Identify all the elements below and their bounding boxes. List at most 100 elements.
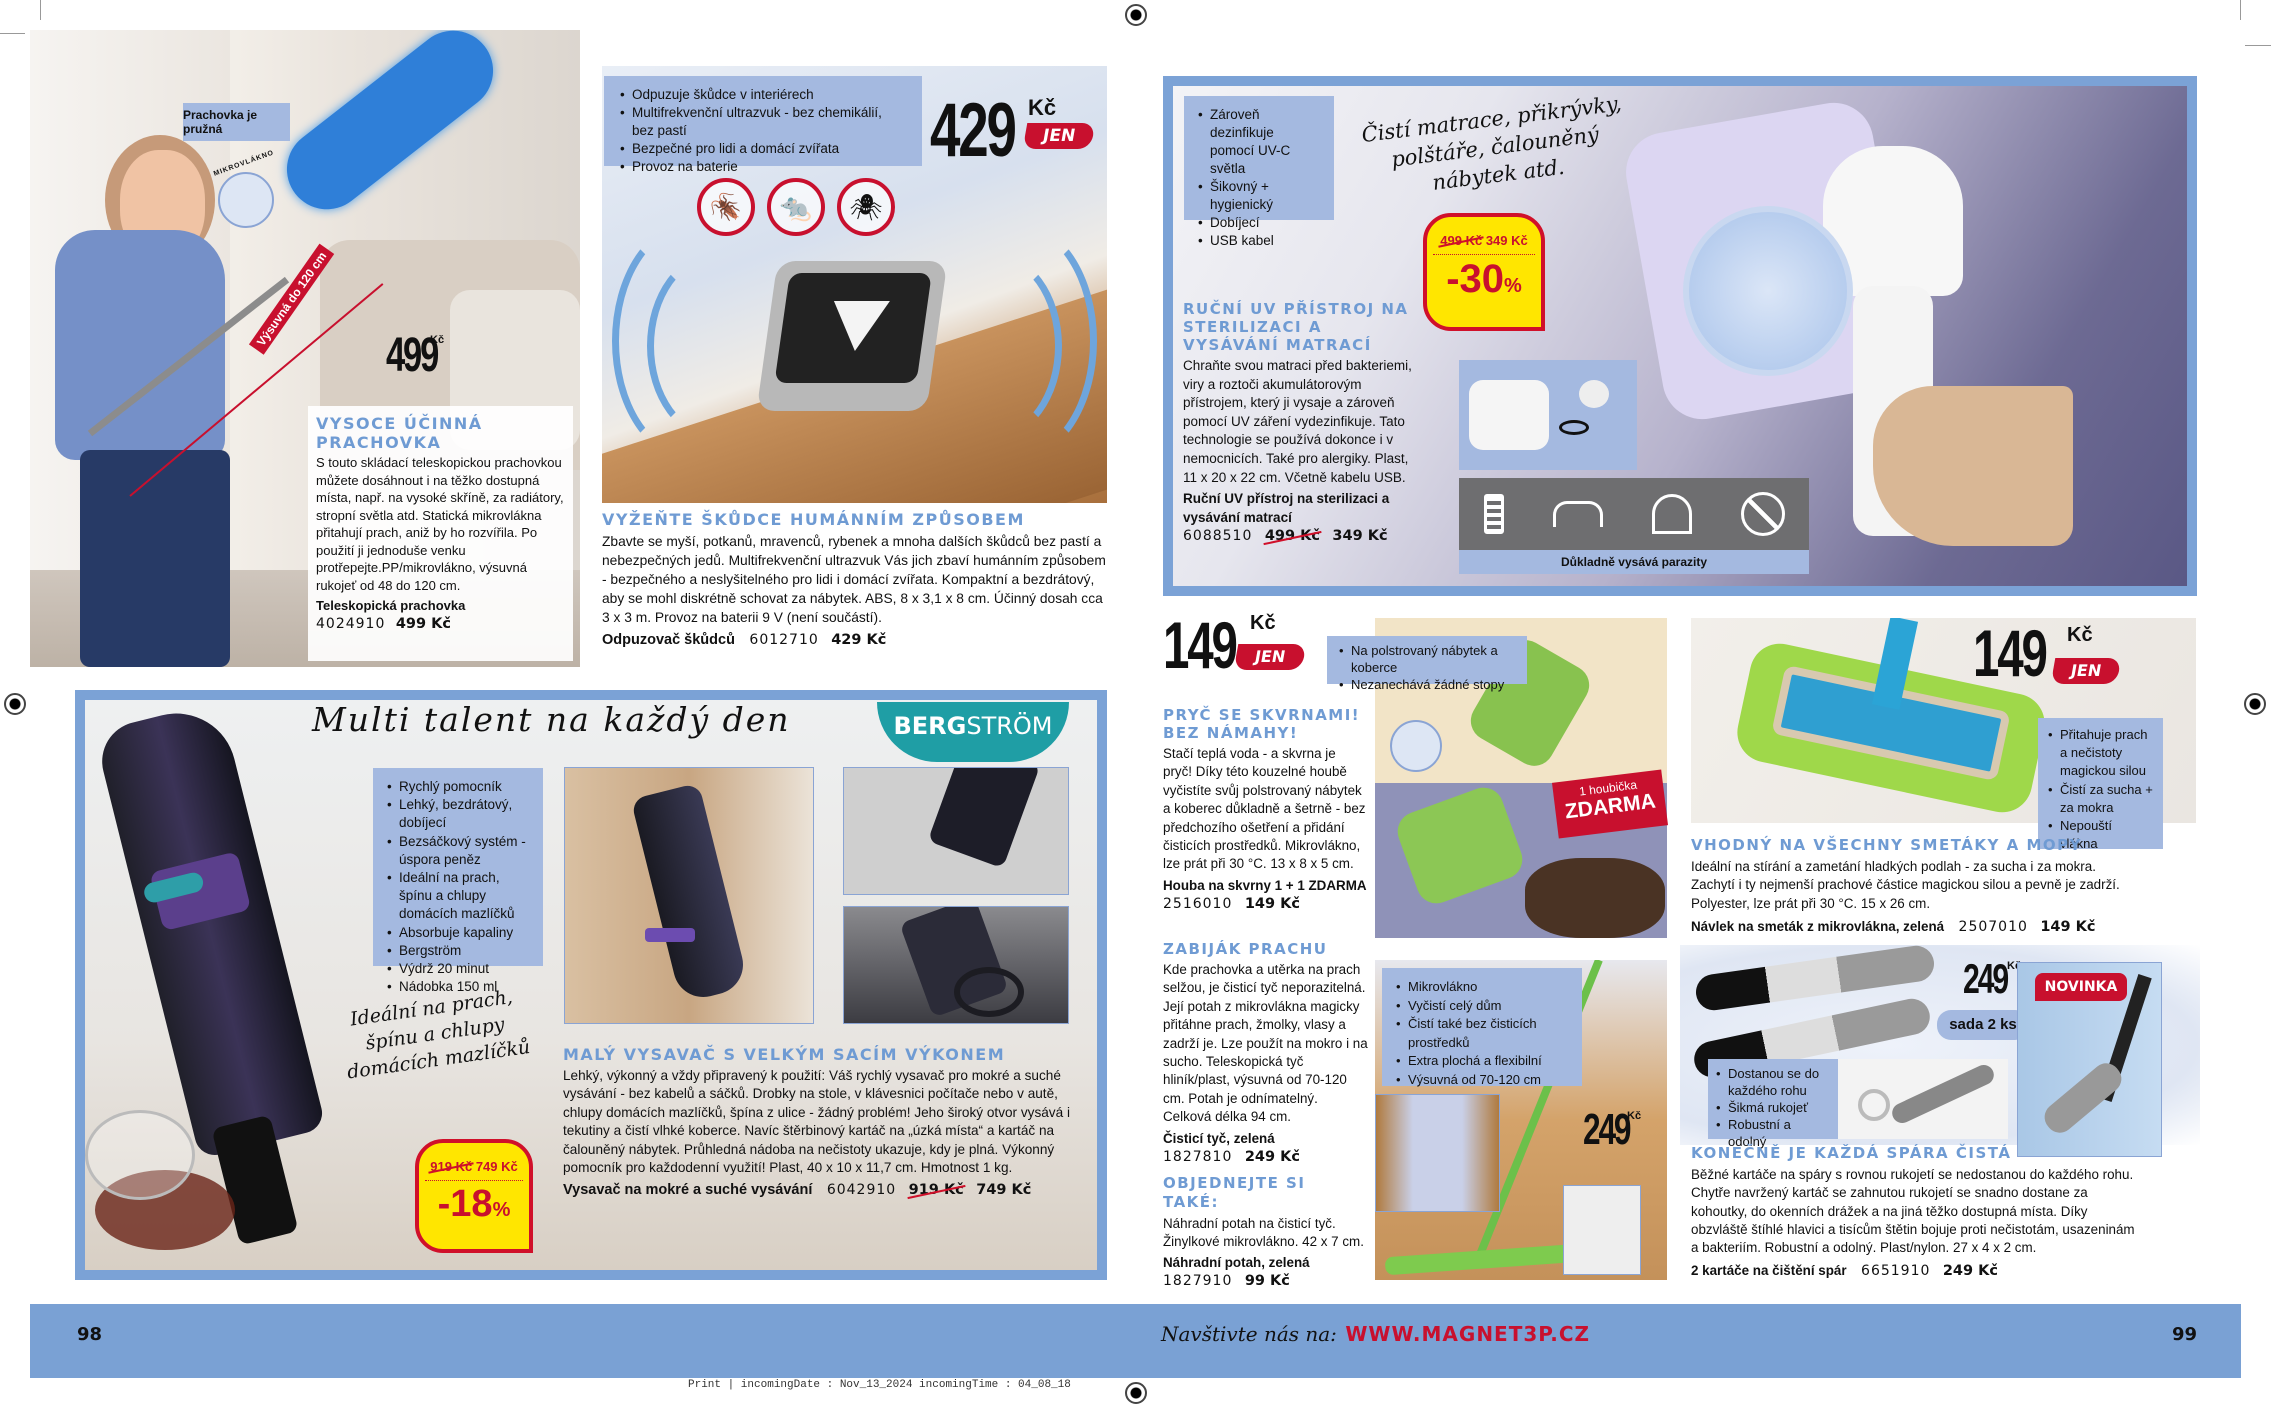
bullet: Bezsáčkový systém - úspora peněz <box>387 833 529 869</box>
also-order-title: OBJEDNEJTE SI TAKÉ: <box>1163 1173 1306 1211</box>
also-order-code: 1827910 <box>1163 1273 1233 1290</box>
sponge-order-name: Houba na skvrny 1 + 1 ZDARMA <box>1163 877 1367 893</box>
visit-label: Navštivte nás na: <box>1161 1322 1337 1346</box>
bullet: Šikovný + hygienický <box>1198 178 1320 214</box>
brush-price: 249 Kč <box>1942 1263 1998 1280</box>
brand-bold: BERG <box>893 712 967 740</box>
vacuum-title: MALÝ VYSAVAČ S VELKÝM SACÍM VÝKONEM <box>563 1045 1006 1064</box>
mop-title: VHODNÝ NA VŠECHNY SMETÁKY A MOPY <box>1691 836 2082 854</box>
brush-sink-image <box>1838 1059 2008 1139</box>
uv-title: RUČNÍ UV PŘÍSTROJ NA STERILIZACI A VYSÁV… <box>1183 300 1409 354</box>
duster-code: 4024910 <box>316 616 386 632</box>
vacuum-order-line: Vysavač na mokré a suché vysávání 604291… <box>563 1181 1083 1200</box>
sponge-title: PRYČ SE SKVRNAMI! BEZ NÁMAHY! <box>1163 706 1361 742</box>
mop-bullets: Přitahuje prach a nečistoty magickou sil… <box>2038 718 2163 851</box>
also-order-name: Náhradní potah, zelená <box>1163 1255 1310 1271</box>
pest-order-line: Odpuzovač škůdců 6012710 429 Kč <box>602 631 1112 650</box>
microfiber-badge-icon <box>1390 720 1442 772</box>
brush-code: 6651910 <box>1861 1263 1931 1280</box>
page-footer: 98 Navštivte nás na: WWW.MAGNET3P.CZ 99 <box>30 1304 2241 1378</box>
uv-text: RUČNÍ UV PŘÍSTROJ NA STERILIZACI A VYSÁV… <box>1183 300 1413 545</box>
bullet: Absorbuje kapaliny <box>387 924 529 942</box>
new-badge: NOVINKA <box>2035 973 2127 1001</box>
dust-killer-inset-cabinet <box>1375 1094 1500 1212</box>
mop-big-price: 149 Kč JEN <box>1973 620 2123 690</box>
uv-badge-prices: 499 Kč 349 Kč <box>1433 233 1535 255</box>
bergstrom-logo: BERGSTRÖM <box>877 702 1069 762</box>
dust-killer-price: 249 Kč <box>1244 1148 1300 1165</box>
dust-killer-inset-floor <box>1563 1185 1641 1275</box>
uv-code: 6088510 <box>1183 528 1253 545</box>
page-number-right: 99 <box>2172 1324 2198 1345</box>
duster-tag: Prachovka je pružná <box>183 103 290 141</box>
uv-bullets: Zároveň dezinfikuje pomocí UV-C světla Š… <box>1184 96 1334 250</box>
page-number-left: 98 <box>77 1324 103 1345</box>
vacuum-order-name: Vysavač na mokré a suché vysávání <box>563 1182 813 1199</box>
brush-big-price: 249 Kč <box>1963 955 2022 1002</box>
bullet: Vyčistí celý dům <box>1396 997 1568 1016</box>
vacuum-text: MALÝ VYSAVAČ S VELKÝM SACÍM VÝKONEM Lehk… <box>563 1045 1083 1200</box>
dust-killer-title: ZABIJÁK PRACHU <box>1163 940 1328 958</box>
bullet: Extra plochá a flexibilní <box>1396 1052 1568 1071</box>
uv-description: Chraňte svou matraci před bakteriemi, vi… <box>1183 358 1412 485</box>
sponge-price: 149 Kč <box>1244 895 1300 912</box>
bullet: Nezanechává žádné stopy <box>1339 676 1515 693</box>
bullet: Lehký, bezdrátový, dobíjecí <box>387 796 529 832</box>
bullet: Zároveň dezinfikuje pomocí UV-C světla <box>1198 106 1320 178</box>
uv-old-price: 499 Kč <box>1264 528 1320 545</box>
mattress-dust-icon <box>1552 501 1603 527</box>
bullet: Mikrovlákno <box>1396 978 1568 997</box>
no-mouse-icon: 🐀 <box>767 178 825 236</box>
brush-order-line: 2 kartáče na čištění spár 6651910 249 Kč <box>1691 1261 2191 1280</box>
sponge-big-price: 149 Kč JEN <box>1163 612 1323 682</box>
crop-mark <box>2240 0 2241 20</box>
mop-order-line: Návlek na smeták z mikrovlákna, zelená 2… <box>1691 917 2181 936</box>
website-link[interactable]: WWW.MAGNET3P.CZ <box>1345 1322 1591 1346</box>
bullet: Výdrž 20 minut <box>387 960 529 978</box>
mop-code: 2507010 <box>1958 919 2028 936</box>
registration-mark-icon <box>1125 4 1147 26</box>
sponge-description: Stačí teplá voda - a skvrna je pryč! Dík… <box>1163 746 1366 872</box>
vacuum-car-image <box>843 906 1069 1024</box>
bullet: USB kabel <box>1198 232 1320 250</box>
duster-description: S touto skládací teleskopickou prachovko… <box>316 455 564 593</box>
also-order-line: 1827910 99 Kč <box>1163 1272 1368 1290</box>
registration-mark-icon <box>2244 693 2266 715</box>
registration-mark-icon <box>4 693 26 715</box>
bullet: Provoz na baterie <box>620 158 906 176</box>
print-slug: Print | incomingDate : Nov_13_2024 incom… <box>688 1379 1071 1391</box>
vacuum-bullets: Rychlý pomocník Lehký, bezdrátový, dobíj… <box>373 768 543 997</box>
crop-mark <box>40 0 41 20</box>
dust-killer-text: ZABIJÁK PRACHU Kde prachovka a utěrka na… <box>1163 940 1368 1290</box>
pest-order-name: Odpuzovač škůdců <box>602 632 735 648</box>
duster-big-price: 499 Kč <box>386 329 445 382</box>
bullet: Robustní a odolný <box>1716 1116 1830 1150</box>
vacuum-carpet-image <box>843 767 1069 895</box>
brush-order-name: 2 kartáče na čištění spár <box>1691 1263 1847 1279</box>
repeller-device <box>756 261 948 411</box>
brush-bullets: Dostanou se do každého rohu Šikmá rukoje… <box>1708 1059 1838 1149</box>
bullet: Multifrekvenční ultrazvuk - bez chemikál… <box>620 104 906 140</box>
uv-frame <box>1163 76 2197 596</box>
vacuum-description: Lehký, výkonný a vždy připravený k použi… <box>563 1068 1070 1176</box>
bullet: Nádobka 150 ml <box>387 978 529 996</box>
visit-us: Navštivte nás na: WWW.MAGNET3P.CZ <box>1161 1322 1590 1346</box>
duster-title: VYSOCE ÚČINNÁ PRACHOVKA <box>316 414 483 452</box>
no-mites-icon <box>1740 492 1785 536</box>
duster-info-panel: VYSOCE ÚČINNÁ PRACHOVKA S touto skládací… <box>308 406 573 661</box>
dust-killer-order-line: 1827810 249 Kč <box>1163 1148 1368 1166</box>
uv-order-line: 6088510 499 Kč 349 Kč <box>1183 527 1413 545</box>
battery-icon <box>1483 494 1504 534</box>
uv-feature-icons <box>1459 478 1809 550</box>
bullet: Čistí za sucha + za mokra <box>2048 781 2153 817</box>
vacuum-curtain-image <box>564 767 814 1024</box>
pest-text: VYŽEŇTE ŠKŮDCE HUMÁNNÍM ZPŮSOBEM Zbavte … <box>602 510 1112 650</box>
uv-order-name: Ruční UV přístroj na sterilizaci a vysáv… <box>1183 491 1390 526</box>
sponge-code: 2516010 <box>1163 895 1233 912</box>
sponge-bullets: Na polstrovaný nábytek a koberce Nezanec… <box>1327 636 1527 693</box>
vacuum-badge-discount: -18% <box>437 1183 511 1225</box>
sponge-text: PRYČ SE SKVRNAMI! BEZ NÁMAHY! Stačí tepl… <box>1163 706 1368 913</box>
bullet: Šikmá rukojeť <box>1716 1099 1830 1116</box>
uv-badge-discount: -30% <box>1446 257 1522 301</box>
suction-icon <box>1651 494 1692 534</box>
